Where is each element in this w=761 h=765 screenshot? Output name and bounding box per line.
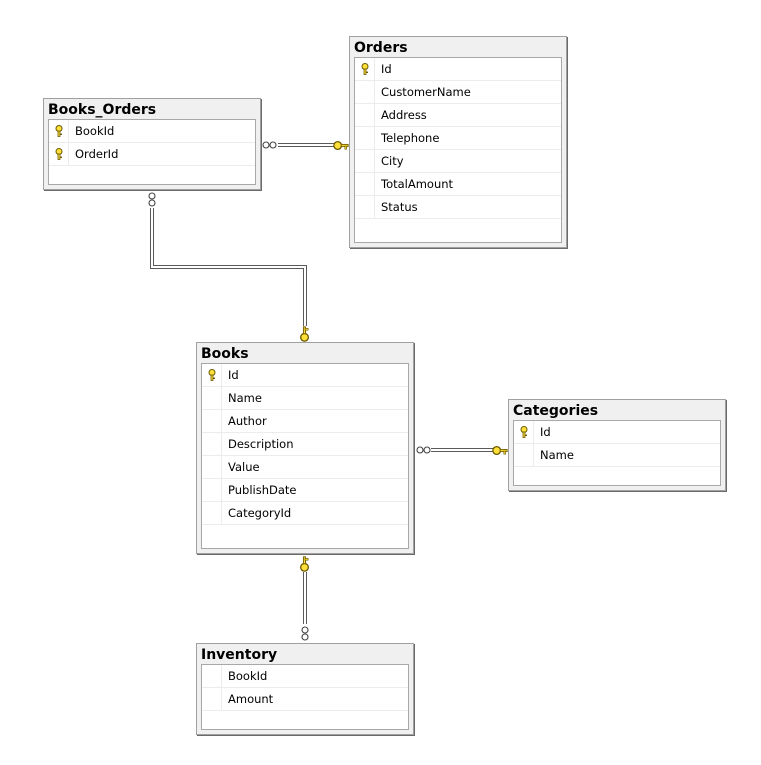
column-grid: Id Name Author Description Value Publish… [201, 363, 409, 549]
column-row[interactable]: Amount [202, 688, 408, 711]
table-orders[interactable]: Orders Id CustomerName Address Telephone… [349, 36, 567, 248]
column-row[interactable]: OrderId [49, 143, 255, 166]
column-row[interactable]: Author [202, 410, 408, 433]
row-selector[interactable] [355, 173, 375, 195]
column-name: Id [540, 425, 551, 439]
row-selector[interactable] [355, 127, 375, 149]
row-selector[interactable] [355, 58, 375, 80]
table-inventory[interactable]: Inventory BookId Amount [196, 643, 414, 735]
row-selector[interactable] [49, 120, 69, 142]
column-name: OrderId [75, 147, 119, 161]
row-selector[interactable] [514, 444, 534, 466]
row-selector[interactable] [355, 150, 375, 172]
column-name: Value [228, 460, 260, 474]
relationship-books-to-categories[interactable] [416, 445, 508, 456]
column-name: Id [381, 62, 392, 76]
column-row[interactable]: TotalAmount [355, 173, 561, 196]
table-title: Categories [513, 403, 599, 419]
table-title: Inventory [201, 647, 278, 663]
row-selector[interactable] [514, 421, 534, 443]
column-row[interactable]: Id [514, 421, 720, 444]
column-row[interactable]: Name [202, 387, 408, 410]
column-row[interactable]: CustomerName [355, 81, 561, 104]
column-grid: Id Name [513, 420, 721, 486]
column-row[interactable]: Value [202, 456, 408, 479]
column-row[interactable]: Address [355, 104, 561, 127]
column-name: Author [228, 414, 267, 428]
column-grid: Id CustomerName Address Telephone City T… [354, 57, 562, 243]
column-name: Address [381, 108, 427, 122]
row-selector[interactable] [202, 364, 222, 386]
column-row[interactable]: Name [514, 444, 720, 467]
row-selector[interactable] [202, 665, 222, 687]
row-selector[interactable] [202, 502, 222, 524]
column-name: City [381, 154, 404, 168]
one-end-key-icon [333, 140, 349, 151]
row-selector[interactable] [202, 688, 222, 710]
row-selector[interactable] [355, 81, 375, 103]
row-selector[interactable] [355, 196, 375, 218]
column-row[interactable]: Telephone [355, 127, 561, 150]
column-name: Telephone [381, 131, 440, 145]
many-end-symbol [148, 192, 156, 207]
column-row[interactable]: PublishDate [202, 479, 408, 502]
table-title: Books_Orders [48, 102, 157, 118]
column-name: CustomerName [381, 85, 471, 99]
primary-key-icon [55, 148, 63, 160]
column-row[interactable]: City [355, 150, 561, 173]
primary-key-icon [55, 125, 63, 137]
column-name: CategoryId [228, 506, 292, 520]
column-name: PublishDate [228, 483, 297, 497]
relationship-books-to-inventory[interactable] [299, 556, 310, 641]
table-categories[interactable]: Categories Id Name [508, 399, 726, 491]
column-name: Amount [228, 692, 274, 706]
column-row[interactable]: CategoryId [202, 502, 408, 525]
table-books[interactable]: Books Id Name Author Description Value P… [196, 342, 414, 554]
column-name: BookId [75, 124, 115, 138]
column-name: BookId [228, 669, 268, 683]
relationship-books-orders-to-books[interactable] [148, 192, 310, 342]
column-name: TotalAmount [381, 177, 454, 191]
one-end-key-icon [299, 326, 310, 342]
column-row[interactable]: Status [355, 196, 561, 219]
row-selector[interactable] [202, 456, 222, 478]
column-row[interactable]: Id [202, 364, 408, 387]
row-selector[interactable] [202, 479, 222, 501]
row-selector[interactable] [202, 433, 222, 455]
table-title: Books [201, 346, 249, 362]
many-end-symbol [416, 446, 431, 454]
many-end-symbol [301, 626, 309, 641]
many-end-symbol [262, 141, 277, 149]
table-books-orders[interactable]: Books_Orders BookId OrderId [43, 98, 261, 190]
primary-key-icon [520, 426, 528, 438]
column-row[interactable]: BookId [49, 120, 255, 143]
one-end-key-icon [492, 445, 508, 456]
row-selector[interactable] [49, 143, 69, 165]
column-row[interactable]: BookId [202, 665, 408, 688]
column-grid: BookId OrderId [48, 119, 256, 185]
column-name: Name [540, 448, 574, 462]
row-selector[interactable] [202, 387, 222, 409]
column-name: Id [228, 368, 239, 382]
column-grid: BookId Amount [201, 664, 409, 730]
column-name: Name [228, 391, 262, 405]
primary-key-icon [361, 63, 369, 75]
relationship-books-orders-to-orders[interactable] [262, 140, 349, 151]
column-name: Status [381, 200, 418, 214]
column-row[interactable]: Id [355, 58, 561, 81]
table-title: Orders [354, 40, 408, 56]
primary-key-icon [208, 369, 216, 381]
column-row[interactable]: Description [202, 433, 408, 456]
column-name: Description [228, 437, 294, 451]
row-selector[interactable] [355, 104, 375, 126]
one-end-key-icon [299, 556, 310, 572]
row-selector[interactable] [202, 410, 222, 432]
